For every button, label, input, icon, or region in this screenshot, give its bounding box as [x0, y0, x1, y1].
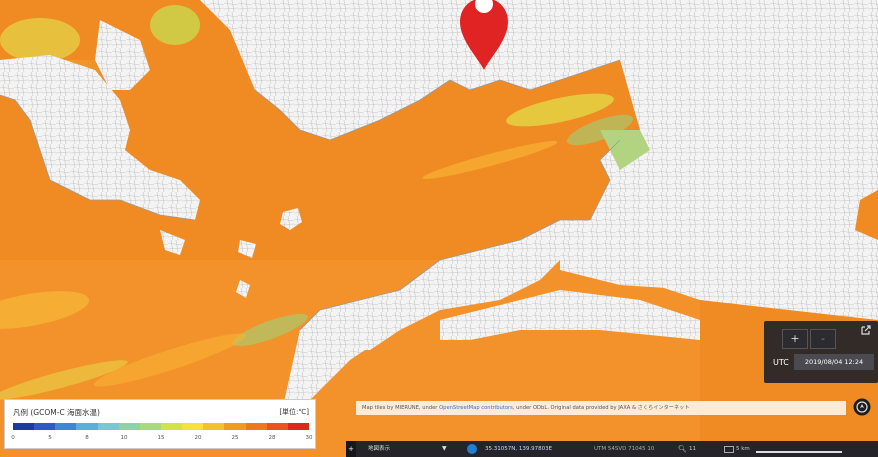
- legend-swatch: [266, 423, 288, 430]
- legend-swatch: [139, 423, 161, 430]
- zoom-out-button[interactable]: -: [810, 329, 836, 349]
- legend-color-scale: [13, 423, 309, 430]
- location-icon[interactable]: [467, 444, 477, 454]
- scale-bar: [756, 451, 842, 453]
- coordinate-readout: 35.31057N, 139.97803E: [485, 446, 553, 452]
- legend-swatch: [118, 423, 140, 430]
- basemap-select[interactable]: 地図表示: [368, 446, 391, 452]
- sidebar-toggle-button[interactable]: +: [346, 441, 356, 457]
- search-icon: 🔍︎: [678, 445, 687, 453]
- external-link-icon[interactable]: [860, 324, 872, 336]
- legend-tick-label: 10: [120, 435, 128, 441]
- legend-ticks: 0 5 8 10 15 20 25 28 30: [11, 435, 312, 445]
- legend-swatch: [203, 423, 225, 430]
- legend-swatch: [34, 423, 56, 430]
- attribution-middle: , under ODbL. Original data provided by …: [512, 405, 632, 411]
- attribution-suffix: & さくらインターネット: [631, 405, 690, 411]
- legend-swatch: [182, 423, 204, 430]
- utc-label: UTC: [773, 358, 789, 367]
- legend-swatch: [55, 423, 77, 430]
- legend-swatch: [13, 423, 35, 430]
- legend-tick-label: 15: [157, 435, 165, 441]
- osm-link[interactable]: OpenStreetMap contributors: [439, 405, 513, 411]
- utc-datetime-field[interactable]: 2019/08/04 12:24: [794, 354, 874, 370]
- map-attribution: Map tiles by MIERUNE, under OpenStreetMa…: [356, 401, 846, 415]
- legend-unit: [単位:℃]: [279, 408, 309, 416]
- legend-swatch: [97, 423, 119, 430]
- chevron-down-icon[interactable]: ▼: [442, 445, 447, 452]
- legend-tick-label: 0: [11, 435, 15, 441]
- legend-swatch: [287, 423, 309, 430]
- zoom-level: 11: [689, 446, 696, 452]
- legend-tick-label: 28: [268, 435, 276, 441]
- zoom-in-button[interactable]: +: [782, 329, 808, 349]
- time-control-panel: + - UTC 2019/08/04 12:24: [764, 321, 878, 383]
- scale-icon: [724, 446, 734, 453]
- legend-tick-label: 25: [231, 435, 239, 441]
- legend-tick-label: 20: [194, 435, 202, 441]
- legend-swatch: [245, 423, 267, 430]
- attribution-prefix: Map tiles by MIERUNE, under: [362, 405, 440, 411]
- legend-title: 凡例 (GCOM-C 海面水温): [13, 408, 100, 417]
- legend-tick-label: 30: [305, 435, 313, 441]
- utm-readout: UTM 54SVD 71045 10: [594, 446, 655, 452]
- location-pin-icon[interactable]: [456, 0, 512, 70]
- compass-icon[interactable]: [853, 398, 871, 416]
- legend-swatch: [224, 423, 246, 430]
- legend-tick-label: 8: [85, 435, 89, 441]
- map-legend: 凡例 (GCOM-C 海面水温) [単位:℃] 0 5 8 10 15 20 25 28 30: [4, 399, 316, 449]
- legend-tick-label: 5: [48, 435, 52, 441]
- status-bar: + 地図表示 ▼ 35.31057N, 139.97803E UTM 54SVD…: [346, 441, 878, 457]
- legend-swatch: [76, 423, 98, 430]
- scale-label: 5 km: [736, 446, 750, 452]
- legend-swatch: [160, 423, 183, 430]
